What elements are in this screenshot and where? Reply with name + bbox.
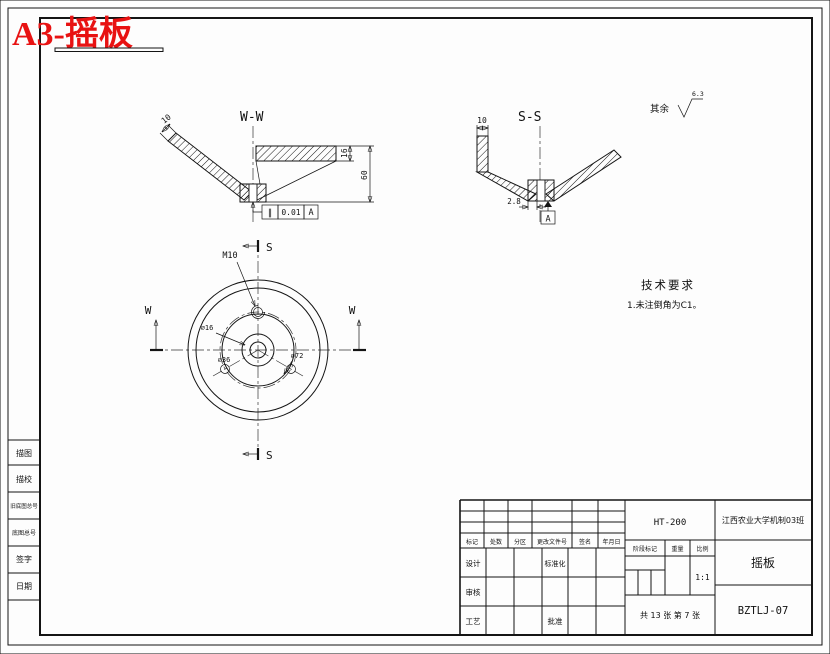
ww-left-wall [167,132,253,201]
svg-text:10: 10 [477,116,487,125]
tb-approve-label: 批准 [548,616,563,626]
tb-header-date: 年月日 [602,538,620,546]
tb-check-label: 审核 [466,587,481,597]
tb-material: HT-200 [654,518,687,528]
tb-part-name: 摇板 [751,556,775,570]
ss-left-bar [476,135,489,173]
section-s-label-top: S [266,241,273,254]
red-underline [54,47,164,52]
thread-callout: M10 [222,251,237,261]
tb-organization: 江西农业大学机制03班 [722,515,804,525]
svg-text:60: 60 [360,170,369,180]
plan-section-s-marks: S S [243,240,273,462]
tolerance-symbol: ∥ [268,209,273,219]
plan-inner-circle [221,313,295,387]
view-section-ww: W-W 10 16 60 [160,110,374,224]
tech-req-title: 技术要求 [641,278,695,292]
bore-callout: ∅16 [201,324,214,332]
tb-weight-header: 重量 [671,545,683,553]
ww-tolerance-frame: ∥ 0.01 A [253,202,319,220]
sheet-title-text: A3-摇板 [12,15,133,53]
ss-hub-bore [536,179,546,202]
strip-date-label: 日期 [16,582,32,591]
strip-master-label: 底图总号 [12,529,36,537]
strip-trace-check-label: 描校 [16,474,32,484]
plan-outer-circle [187,279,329,421]
tb-header-mark: 标记 [466,538,478,546]
ww-cone-line [256,160,337,201]
plan-hole-left [220,364,230,374]
tech-req-item: 1.未注倒角为C1。 [627,299,702,311]
ss-dim-wall: 2.8 [507,197,546,210]
plan-feature-labels: M10 ∅16 ∅36 ∅72 [201,251,304,374]
tolerance-value: 0.01 [281,208,300,217]
plan-bolt-circle [219,311,297,389]
inner-circle-callout: ∅72 [291,352,304,360]
datum-flag: A [540,201,556,225]
roughness-prefix: 其余 [650,103,670,115]
datum-triangle-icon [544,201,552,207]
section-s-label-bottom: S [266,449,273,462]
tb-scale-header: 比例 [696,545,708,553]
bolt-circle-callout: ∅36 [218,356,231,364]
datum-letter: A [545,215,550,225]
roughness-value: 6.3 [692,90,704,98]
tb-header-count: 处数 [490,538,502,546]
strip-old-master-label: 旧底图总号 [10,502,38,510]
ww-rim [255,145,337,162]
plan-centerline-d1 [212,349,259,377]
view-section-ss: S-S 10 2.8 A [475,110,622,225]
sheet-border [7,7,823,646]
tb-scale-value: 1:1 [695,573,710,582]
ww-dim-height: 60 [266,146,374,203]
plan-hole-top [253,307,263,317]
ww-hub-bore [248,183,258,203]
tb-drawing-number: BZTLJ-07 [738,605,789,617]
tb-process-label: 工艺 [466,617,481,626]
tb-header-sign: 签名 [579,538,591,546]
ww-inner-line [255,160,261,185]
title-block: 江西农业大学机制03班 摇板 BZTLJ-07 HT-200 阶段标记 重量 比… [459,499,812,635]
plan-bore-circle [249,341,267,359]
ss-right-wall [545,149,622,202]
svg-text:16: 16 [340,148,349,158]
strip-signature-label: 签字 [16,554,32,564]
ss-view-label: S-S [518,110,541,125]
strip-trace-label: 描图 [16,448,32,458]
ww-dim-rim: 16 [336,145,374,162]
ss-dim-thickness: 10 [476,116,489,136]
svg-text:10: 10 [160,112,173,125]
tb-sheet-info: 共 13 张 第 7 张 [640,610,700,620]
red-annotation: A3-摇板 [12,15,164,53]
tb-header-file: 更改文件号 [537,538,567,546]
roughness-icon [677,98,703,118]
tolerance-datum: A [308,208,313,218]
plan-rim-circle [195,287,321,413]
roughness-note: 其余 6.3 [650,90,704,118]
svg-text:2.8: 2.8 [507,197,521,206]
plan-centerline-d2 [257,349,304,377]
tb-standard-label: 标准化 [545,559,566,568]
ww-view-label: W-W [240,110,264,125]
tech-requirements: 技术要求 1.未注倒角为C1。 [627,278,702,311]
plan-hub-circle [241,333,275,367]
section-w-label-right: W [349,304,356,317]
tb-stage-header: 阶段标记 [633,545,657,553]
tb-header-zone: 分区 [514,538,526,546]
plan-section-w-marks: W W [145,304,366,352]
section-w-label-left: W [145,304,152,317]
left-edge-strip: 描图 描校 旧底图总号 底图总号 签字 日期 [8,439,40,601]
view-plan: S S W W M10 ∅16 ∅36 ∅72 [145,240,366,462]
tb-design-label: 设计 [466,558,481,568]
